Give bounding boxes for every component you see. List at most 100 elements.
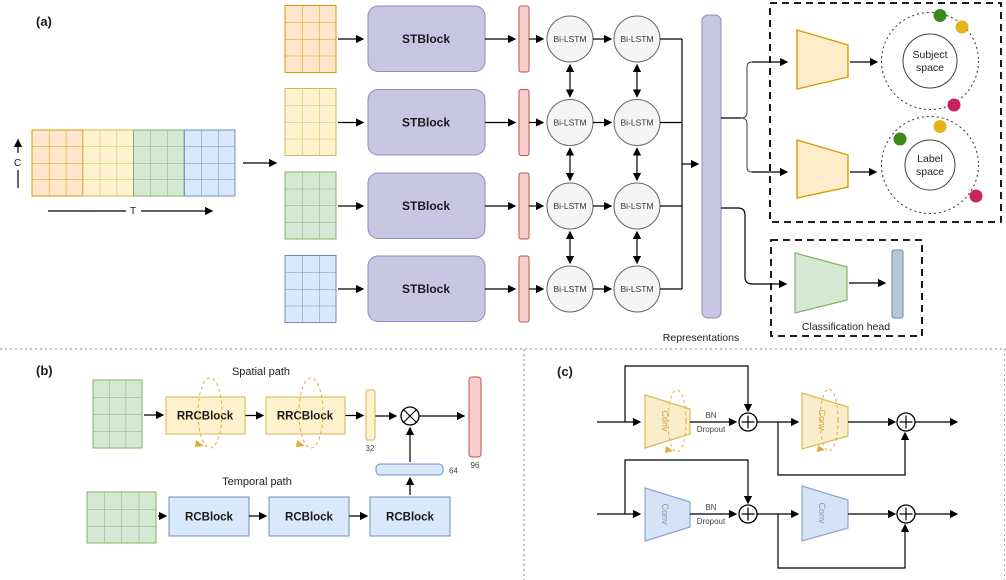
feature-bar-3 <box>518 172 530 240</box>
recurrence-arrowhead-icon <box>665 446 673 453</box>
conv-label: Conv <box>817 502 827 524</box>
temporal-feature-bar-64 <box>375 463 444 476</box>
segment-grid-green <box>284 171 337 240</box>
conv-label: Conv <box>817 409 827 431</box>
subject-space-text-2: space <box>916 62 944 74</box>
conv-label: Conv <box>660 503 670 525</box>
label-space-ring <box>881 116 979 214</box>
stblocks: STBlock STBlock STBlock STBlock <box>367 5 486 322</box>
rcblock-3-label: RCBlock <box>386 512 435 524</box>
rcblock-3 <box>369 496 451 537</box>
stblock-3-label: STBlock <box>402 199 450 213</box>
spatial-path-wires <box>144 410 466 421</box>
segment-grid-yellow <box>284 88 337 156</box>
spatial-path-label: Spatial path <box>232 366 290 378</box>
dim-64-label: 64 <box>449 467 458 476</box>
rrcblock-1 <box>165 396 246 435</box>
bilstm-4-1-label: Bi-LSTM <box>553 284 586 294</box>
t-axis-label: T <box>130 206 136 217</box>
bilstm-horizontal-wires <box>593 34 682 294</box>
conv-trapezoid-yellow-1 <box>644 394 691 449</box>
label-projection-trapezoid <box>796 139 849 199</box>
temporal-path-label: Temporal path <box>222 476 292 488</box>
stblock-1-label: STBlock <box>402 32 450 46</box>
grid-to-stblock-arrows <box>338 34 365 294</box>
bilstm-4-2-label: Bi-LSTM <box>620 284 653 294</box>
representations-label: Representations <box>663 332 739 344</box>
subject-dot-green <box>933 9 947 22</box>
recurrence-loop-icon <box>298 377 324 449</box>
subject-dot-crimson <box>947 98 961 112</box>
feature-bar-4 <box>518 255 530 323</box>
fused-feature-bar-96 <box>468 376 482 458</box>
segment-grids <box>284 5 337 323</box>
subject-projection-trapezoid <box>796 29 849 90</box>
panel-separators <box>0 348 1006 580</box>
conv-trapezoid-blue-2 <box>801 485 849 542</box>
stblock-2-label: STBlock <box>402 116 450 130</box>
rcblock-1-label: RCBlock <box>185 512 234 524</box>
feature-bar-2 <box>518 89 530 156</box>
bilstm-grid: Bi-LSTM Bi-LSTM Bi-LSTM Bi-LSTM Bi-LSTM … <box>546 15 661 313</box>
rrcblocks: RRCBlock RRCBlock <box>165 377 346 449</box>
subject-space-text-1: Subject <box>912 49 947 61</box>
label-space-circle <box>904 139 956 191</box>
temporal-input-grid <box>86 491 157 544</box>
rrcblock-2-label: RRCBlock <box>277 411 334 423</box>
bilstm-3-1-label: Bi-LSTM <box>553 201 586 211</box>
panel-b-label: (b) <box>36 363 53 378</box>
label-dot-yellow <box>933 120 947 133</box>
feature-bar-1 <box>518 5 530 73</box>
label-space-text-1: Label <box>917 153 943 165</box>
subject-space: Subject space <box>881 9 979 112</box>
recurrence-arrowhead-icon <box>296 440 305 447</box>
input-grid <box>31 129 236 197</box>
multiply-node <box>400 406 420 426</box>
recurrence-arrowhead-icon <box>195 440 204 447</box>
subject-dot-yellow <box>955 20 969 34</box>
label-space: Label space <box>881 116 983 214</box>
recurrence-arrowhead-icon <box>817 445 825 452</box>
label-dot-crimson <box>969 189 983 203</box>
representations-bar <box>701 14 722 319</box>
dim-32-label: 32 <box>366 444 375 453</box>
spatial-input-grid <box>92 379 143 449</box>
segment-grid-blue <box>284 255 337 323</box>
rcblocks: RCBlock RCBlock RCBlock <box>168 496 451 537</box>
bn-label: BN <box>705 411 716 420</box>
input-grid-blue-zone <box>183 129 236 197</box>
spatial-feature-bar-32 <box>365 389 376 441</box>
recurrence-loop-icon <box>819 388 839 452</box>
panel-a-label: (a) <box>36 14 52 29</box>
classification-trapezoid <box>794 252 848 314</box>
input-grid-orange-zone <box>31 129 84 197</box>
collector <box>681 39 700 289</box>
brace-split <box>721 57 789 177</box>
classification-connector <box>721 207 788 289</box>
bilstm-vertical-arrows <box>565 63 642 265</box>
bar-to-lstm-arrows <box>529 34 545 294</box>
bn-label: BN <box>705 503 716 512</box>
label-space-text-2: space <box>916 166 944 178</box>
label-dot-green <box>893 132 907 146</box>
bilstm-3-2-label: Bi-LSTM <box>620 201 653 211</box>
segment-grid-orange <box>284 5 337 73</box>
rcblock-1 <box>168 496 250 537</box>
feature-bars <box>518 5 530 323</box>
dropout-label: Dropout <box>697 425 726 434</box>
bilstm-1-1-label: Bi-LSTM <box>553 34 586 44</box>
subject-space-ring <box>881 12 979 110</box>
panel-c-label: (c) <box>557 364 573 379</box>
dim-96-label: 96 <box>471 461 480 470</box>
input-grid-green-zone <box>133 129 185 197</box>
rcblock-2 <box>268 496 350 537</box>
dropout-label: Dropout <box>697 517 726 526</box>
classification-dashed-box <box>770 239 923 337</box>
bilstm-1-2-label: Bi-LSTM <box>620 34 653 44</box>
c-axis: C <box>13 138 23 188</box>
classification-head: Classification head <box>770 239 923 337</box>
rrcblock-1-label: RRCBlock <box>177 411 234 423</box>
stblock-to-bar-arrows <box>485 34 517 294</box>
